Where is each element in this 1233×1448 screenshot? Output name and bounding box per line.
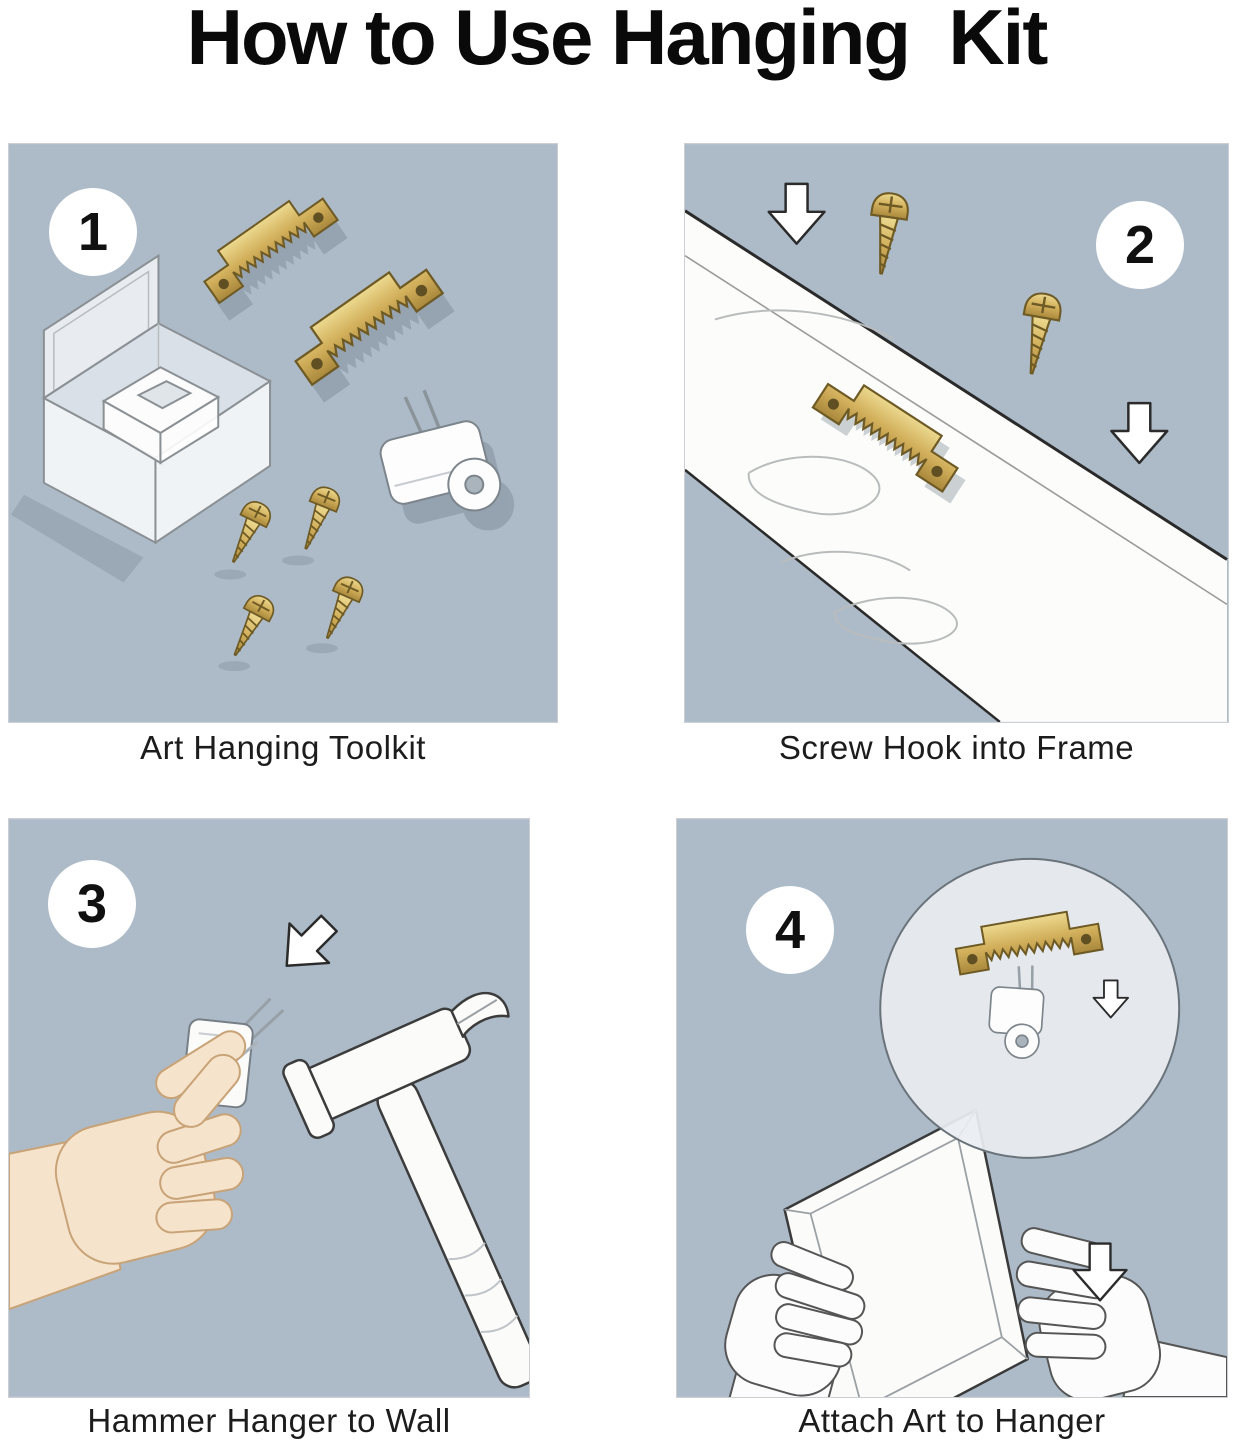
step-1-panel: [8, 143, 558, 723]
storage-box: [10, 253, 273, 583]
hammer: [282, 991, 529, 1389]
step-4-panel: [676, 818, 1228, 1398]
sawtooth-hanger: [951, 905, 1104, 976]
step-4-number-badge: 4: [746, 886, 834, 974]
step-1-number-badge: 1: [49, 188, 137, 276]
step-2-caption: Screw Hook into Frame: [778, 729, 1135, 766]
sawtooth-hanger: [283, 252, 444, 386]
step-1-illustration: [9, 144, 557, 722]
step-4-caption: Attach Art to Hanger: [798, 1402, 1106, 1439]
hook-hanger: [988, 965, 1045, 1059]
page-title: How to Use Hanging Kit: [186, 0, 1049, 81]
step-3-number-badge: 3: [48, 860, 136, 948]
hand: [9, 1030, 247, 1311]
step-3-caption: Hammer Hanger to Wall: [87, 1402, 451, 1439]
box-shadow: [10, 494, 144, 583]
screws: [214, 482, 368, 672]
step-4-illustration: [677, 819, 1227, 1397]
hook-hanger: [379, 389, 515, 531]
wood-grain: [714, 309, 958, 645]
sawtooth-hanger: [193, 183, 339, 304]
hook-pins: [403, 389, 443, 439]
magnifier-circle: [879, 857, 1181, 1159]
sawtooth-hanger: [811, 367, 969, 493]
step-2-number-badge: 2: [1096, 201, 1184, 289]
left-hand: [716, 1241, 866, 1397]
right-hand: [1015, 1227, 1227, 1397]
step-1-caption: Art Hanging Toolkit: [140, 729, 426, 766]
hook-hole: [464, 474, 485, 495]
thumb: [173, 1053, 241, 1128]
